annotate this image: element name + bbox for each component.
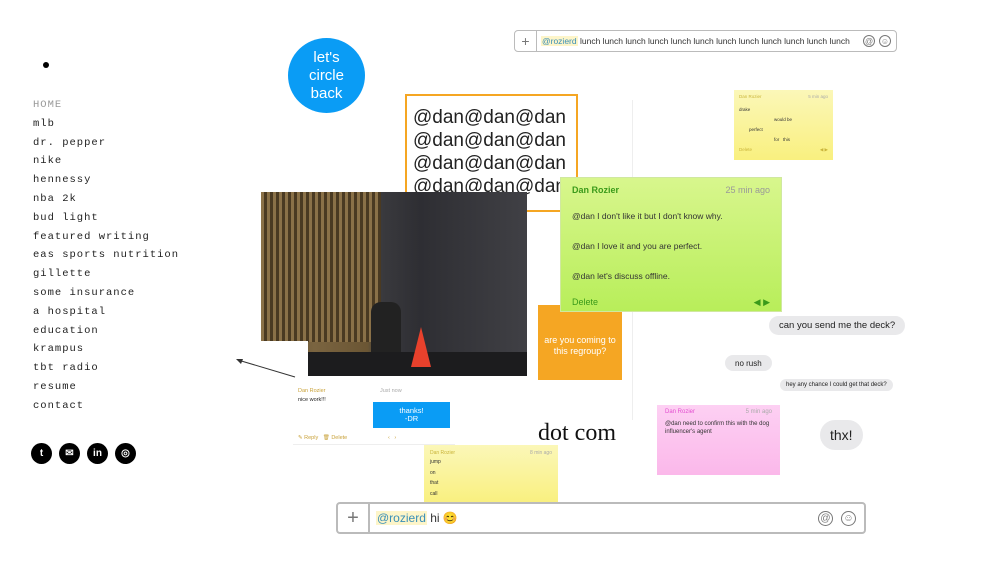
mention: @rozierd — [376, 511, 427, 525]
note-line: @dan I don't like it but I don't know wh… — [572, 211, 723, 221]
delete-button[interactable]: Delete — [739, 147, 753, 152]
nav-item-featured-writing[interactable]: featured writing — [33, 230, 150, 243]
thanks-note: thanks!-DR — [373, 402, 450, 428]
chat-text: hey any chance I could get that deck? — [786, 382, 887, 388]
note-word: jump — [430, 459, 441, 465]
dan-line: @dan@dan@dan — [413, 130, 566, 151]
plus-icon[interactable]: + — [338, 504, 370, 532]
nav-item-bud-light[interactable]: bud light — [33, 211, 99, 224]
plus-icon[interactable]: + — [515, 31, 537, 51]
nav-item-mlb[interactable]: mlb — [33, 117, 55, 130]
green-note: Dan Rozier 25 min ago @dan I don't like i… — [560, 177, 782, 312]
chat-text: can you send me the deck? — [779, 320, 896, 331]
delete-button[interactable]: 🗑 Delete — [322, 435, 348, 441]
pink-note: Dan Rozier 5 min ago @dan need to confirm… — [657, 405, 780, 475]
dan-line: @dan@dan@dan — [413, 176, 566, 197]
thanks-line: thanks! — [399, 406, 424, 415]
note-word: perfect — [749, 127, 763, 132]
note-line: @dan I love it and you are perfect. — [572, 241, 703, 251]
twitter-icon[interactable]: t — [31, 443, 52, 464]
chat-bubble: no rush — [725, 355, 772, 371]
office-photo — [261, 192, 527, 376]
dot-com-text: dot com — [538, 420, 616, 446]
at-icon[interactable]: @ — [863, 35, 875, 47]
chat-bubble: can you send me the deck? — [769, 316, 906, 335]
dan-line: @dan@dan@dan — [413, 107, 566, 128]
nav-item-contact[interactable]: contact — [33, 399, 85, 412]
reply-label: Reply — [304, 435, 319, 441]
nav-arrows-icon[interactable]: ◀ ▶ — [819, 147, 828, 152]
bottom-message-input[interactable]: + @rozierd hi 😊 @ ☺ — [336, 502, 866, 534]
note-time: 5 min ago — [745, 409, 772, 415]
nav-item-education[interactable]: education — [33, 324, 99, 337]
nav-item-dr-pepper[interactable]: dr. pepper — [33, 136, 107, 149]
menu-dot[interactable] — [43, 62, 49, 68]
nav-item-some-insurance[interactable]: some insurance — [33, 286, 136, 299]
note-author: Dan Rozier — [739, 94, 762, 99]
note-author: Dan Rozier — [430, 450, 456, 456]
note-time: 25 min ago — [725, 185, 770, 195]
reply-button[interactable]: ✎ Reply — [298, 435, 319, 441]
circle-line: back — [310, 85, 343, 102]
emoji: 😊 — [442, 511, 458, 525]
nav-arrows-icon[interactable]: ◀ ▶ — [753, 297, 770, 307]
nav-arrows-icon[interactable]: ‹ › — [388, 435, 397, 441]
note-text: @dan need to confirm this with the dog i… — [665, 421, 770, 435]
mail-icon[interactable]: ✉ — [59, 443, 80, 464]
emoji-icon[interactable]: ☺ — [879, 35, 891, 47]
note-author: Dan Rozier — [572, 185, 620, 195]
nav-item-eas-sports-nutrition[interactable]: eas sports nutrition — [33, 249, 180, 262]
chat-bubble: hey any chance I could get that deck? — [780, 379, 893, 391]
note-text: are you coming to this regroup? — [544, 335, 616, 356]
note-author: Dan Rozier — [665, 409, 696, 415]
emoji-icon[interactable]: ☺ — [841, 510, 856, 526]
circle-line: let's — [313, 49, 340, 66]
top-message-input[interactable]: + @rozierd lunch lunch lunch lunch lunch… — [514, 30, 897, 52]
dan-line: @dan@dan@dan — [413, 153, 566, 174]
message-text: hi — [430, 511, 440, 525]
nav-item-hennessy[interactable]: hennessy — [33, 174, 92, 187]
note-word: would be — [774, 117, 793, 122]
arrow-icon — [236, 359, 296, 378]
nav-item-resume[interactable]: resume — [33, 380, 77, 393]
chat-text: thx! — [830, 427, 853, 443]
nav-item-gillette[interactable]: gillette — [33, 268, 92, 281]
nav-item-nba-2k[interactable]: nba 2k — [33, 192, 77, 205]
note-word: on — [430, 469, 436, 476]
note-word: that — [430, 480, 439, 486]
nav-item-home[interactable]: HOME — [33, 99, 63, 111]
yellow-note-top: Dan Rozier 5 min ago drake would be perfe… — [734, 90, 833, 160]
orange-note: are you coming to this regroup? — [538, 305, 622, 380]
chat-bubble: thx! — [820, 420, 863, 450]
yellow-note-bottom: Dan Rozier 8 min ago jump on that call — [424, 445, 558, 503]
delete-label: Delete — [331, 435, 348, 441]
nav-item-a-hospital[interactable]: a hospital — [33, 305, 107, 318]
at-icon[interactable]: @ — [818, 510, 833, 526]
note-word: call — [430, 490, 438, 497]
note-word: for — [774, 137, 780, 142]
nav-item-krampus[interactable]: krampus — [33, 343, 85, 356]
message-text: lunch lunch lunch lunch lunch lunch lunc… — [580, 36, 850, 46]
comment-author: Dan Rozier — [298, 388, 326, 394]
mention: @rozierd — [541, 36, 578, 46]
note-line: @dan let's discuss offline. — [572, 271, 670, 281]
sidebar-nav: HOME mlb dr. pepper nike hennessy nba 2k bud l… — [33, 99, 179, 419]
comment-text: nice work!!! — [298, 397, 326, 403]
note-time: 8 min ago — [530, 450, 552, 456]
nav-item-nike[interactable]: nike — [33, 155, 63, 168]
comment-time: Just now — [380, 388, 402, 394]
nav-item-tbt-radio[interactable]: tbt radio — [33, 362, 99, 375]
thanks-line: -DR — [404, 414, 419, 423]
instagram-icon[interactable]: ◎ — [115, 443, 136, 464]
linkedin-icon[interactable]: in — [87, 443, 108, 464]
circle-back-bubble: let's circle back — [288, 38, 365, 113]
delete-button[interactable]: Delete — [572, 297, 599, 307]
note-word: this — [783, 137, 791, 142]
note-word: drake — [739, 107, 751, 112]
note-time: 5 min ago — [808, 94, 828, 99]
circle-line: circle — [308, 67, 344, 84]
comment-card: Dan Rozier Just now nice work!!! ✎ Reply… — [293, 383, 455, 445]
chat-text: no rush — [735, 358, 762, 368]
